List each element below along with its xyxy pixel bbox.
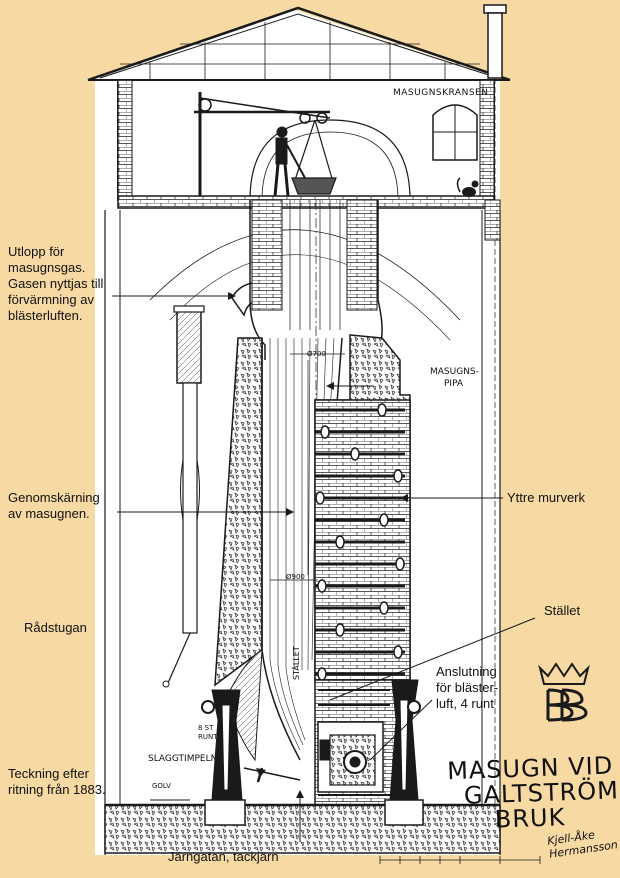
drawing-title: MASUGN VID GALTSTRÖMS BRUK — [447, 751, 620, 834]
foundation — [104, 799, 501, 854]
gas-outlet-callout: Utlopp för masugnsgas. Gasen nyttjas til… — [8, 244, 103, 324]
drawing-note-line-2: ritning från 1883. — [8, 782, 106, 797]
callout-leaders — [112, 295, 536, 842]
dim-top-label: Ø700 — [307, 350, 326, 358]
supports-label: 8 ST RUNT — [198, 724, 218, 742]
blast-connection-callout: Anslutning för bläster- luft, 4 runt — [436, 664, 498, 712]
drawing-note: Teckning efter ritning från 1883. — [8, 766, 106, 798]
gas-outlet-line-1: Utlopp för — [8, 244, 65, 259]
gas-outlet-line-3: Gasen nyttjas till — [8, 276, 104, 291]
cast-iron-columns — [201, 679, 421, 801]
cat-figure — [456, 177, 479, 197]
dim-mid-label: Ø900 — [286, 573, 305, 581]
hearth-label: Stället — [544, 603, 581, 618]
floor-label: GOLV — [152, 782, 171, 790]
scale-bar — [379, 856, 541, 864]
blast-connection-line-2: för bläster- — [436, 680, 499, 695]
outer-masonry-label: Yttre murverk — [507, 490, 586, 505]
iron-channel-label: Järngatan, tackjärn — [168, 849, 279, 864]
crane-room — [117, 79, 495, 209]
gas-outlet-line-2: masugnsgas. — [8, 260, 86, 275]
blast-connection-line-3: luft, 4 runt — [436, 696, 494, 711]
cross-section-line-1: Genomskärning — [8, 490, 100, 505]
cross-section-line-2: av masugnen. — [8, 506, 90, 521]
furnace-throat — [249, 199, 383, 820]
monogram-logo — [538, 662, 590, 722]
cross-section-callout: Genomskärning av masugnen. — [8, 490, 100, 522]
gas-outlet-pipe — [162, 281, 263, 688]
pipe-label-line-1: MASUGNS- — [430, 367, 479, 377]
supports-label-line-2: RUNT — [198, 733, 218, 741]
worker-figure — [273, 126, 306, 197]
outer-masonry — [314, 334, 411, 681]
supports-label-line-1: 8 ST — [198, 724, 214, 732]
pipe-label-line-2: PIPA — [444, 379, 464, 389]
pipe-label: MASUGNS- PIPA — [430, 366, 479, 390]
council-room-label: Rådstugan — [24, 620, 87, 635]
callout-arrows — [228, 292, 408, 798]
drawing-note-line-1: Teckning efter — [8, 766, 89, 781]
slag-label: SLAGGTIMPELN — [148, 754, 218, 764]
gas-outlet-line-4: förvärmning av — [8, 292, 94, 307]
hearth-vertical-label: STÄLLET — [292, 646, 301, 680]
gas-outlet-line-5: blästerluften. — [8, 308, 83, 323]
crane-mechanism — [194, 92, 337, 196]
hearth-structure — [314, 679, 398, 806]
crane-label: MASUGNSKRANSEN — [393, 88, 489, 98]
dimension-lines — [150, 353, 345, 801]
tower-walls — [104, 199, 501, 855]
blast-connection-line-1: Anslutning — [436, 664, 497, 679]
